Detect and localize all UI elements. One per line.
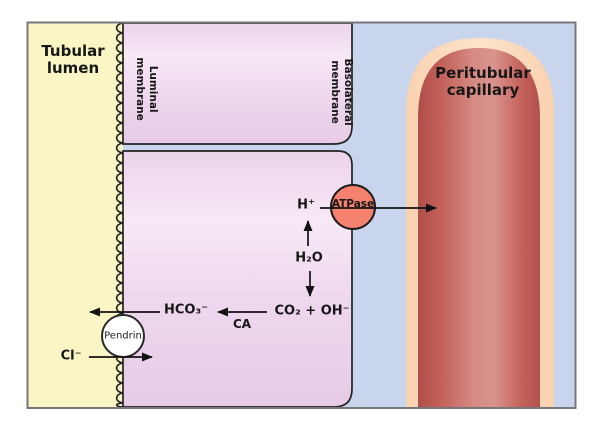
carbonic-anhydrase-label: CA: [232, 317, 252, 332]
peritubular-capillary-label: Peritubular capillary: [435, 63, 531, 99]
figure-border: [26, 21, 577, 409]
epithelial-cell-bottom: [122, 150, 353, 408]
pendrin-label: Pendrin: [104, 330, 142, 342]
basolateral-membrane-text: Basolateral membrane: [329, 58, 355, 126]
epithelial-cell-top: [122, 22, 353, 145]
h-plus-label: H⁺: [297, 197, 315, 213]
atpase-label: ATPase: [331, 197, 375, 210]
luminal-membrane-text: Luminal membrane: [134, 57, 160, 121]
atpase-pump: [330, 184, 376, 230]
cl-label: Cl⁻: [60, 348, 82, 364]
peritubular-capillary-blood: [418, 48, 540, 407]
basolateral-membrane-label: Basolateral membrane: [299, 59, 383, 126]
co2-oh-label: CO₂ + OH⁻: [274, 303, 350, 319]
hco3-label: HCO₃⁻: [163, 302, 209, 318]
tubular-lumen-label: Tubular lumen: [41, 41, 105, 77]
h2o-label: H₂O: [295, 250, 323, 266]
luminal-membrane-label: Luminal membrane: [104, 57, 188, 120]
